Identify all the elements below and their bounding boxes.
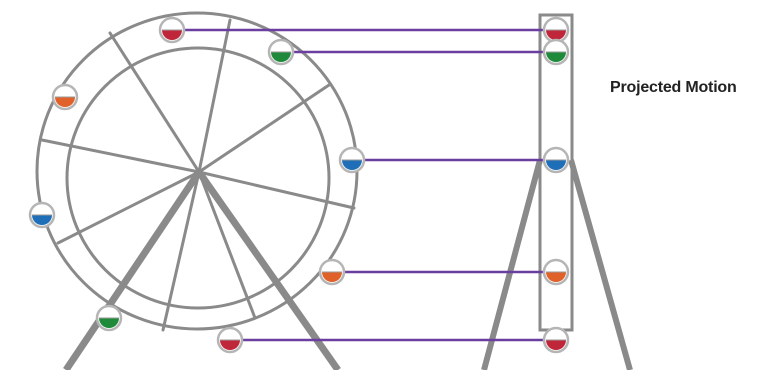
car-blue-right: [340, 148, 364, 172]
car-orange-lower-right: [320, 260, 344, 284]
projection-column: [484, 15, 630, 370]
projected-car-red-bottom: [544, 328, 568, 352]
projected-car-blue-right: [544, 148, 568, 172]
wheel-spoke: [42, 140, 199, 172]
projected-motion-label: Projected Motion: [610, 79, 737, 97]
car-blue-left: [30, 203, 54, 227]
ferris-wheel: [37, 13, 357, 370]
car-red-top: [160, 18, 184, 42]
projection-arrows: [182, 30, 553, 340]
car-green-bottom: [97, 306, 121, 330]
projected-car-orange-lower-right: [544, 260, 568, 284]
support-leg-left: [66, 172, 199, 370]
car-orange-upper-left: [53, 85, 77, 109]
wheel-spoke: [199, 85, 329, 172]
projection-leg-left: [484, 160, 540, 370]
car-green-top: [269, 40, 293, 64]
wheel-spoke: [199, 20, 230, 172]
projected-car-red-top: [544, 18, 568, 42]
car-red-bottom: [218, 328, 242, 352]
projection-leg-right: [571, 160, 630, 370]
projected-car-green-top: [544, 40, 568, 64]
